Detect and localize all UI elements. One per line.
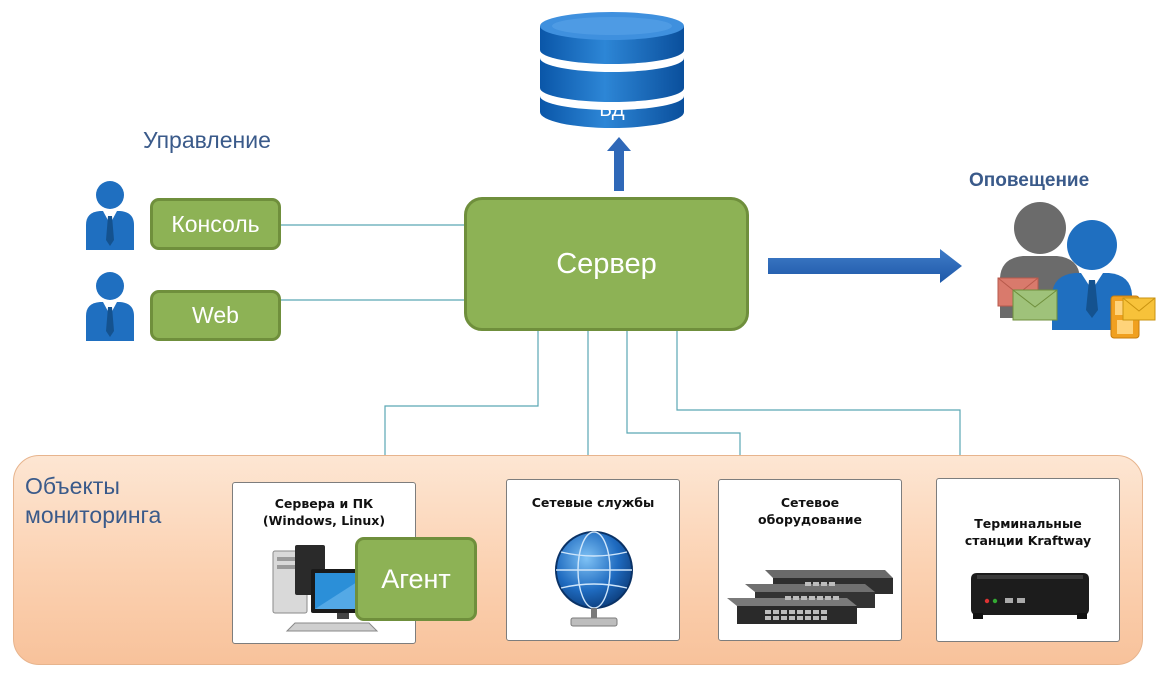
card-title-line2: (Windows, Linux) [262,513,386,528]
card-network-equipment[interactable]: Сетевое оборудование [718,479,902,641]
console-button[interactable]: Консоль [150,198,281,250]
computer-icon [272,545,379,632]
card-title-line1: Сетевые службы [531,495,655,510]
agent-badge: Агент [355,537,477,621]
card-title-line2: станции Kraftway [964,533,1092,548]
phone-icon [1110,295,1156,339]
globe-icon [555,531,633,627]
user-group-icon [997,202,1156,339]
notify-title: Оповещение [969,170,1090,191]
objects-title-line1: Объекты [25,473,120,499]
card-title-line2: оборудование [758,512,862,527]
objects-title-line2: мониторинга [25,502,162,528]
thin-client-icon [971,573,1089,619]
card-network-services[interactable]: Сетевые службы [506,479,680,641]
arrow-up-icon [607,137,631,191]
arrow-right-icon [768,249,962,283]
database-icon [536,8,688,130]
card-title-line1: Сетевое [780,495,840,510]
user-icon [86,181,134,250]
switch-icon [727,570,893,624]
control-title: Управление [143,127,271,153]
web-button[interactable]: Web [150,290,281,341]
objects-title: Объекты мониторинга [25,472,161,530]
card-title-line1: Сервера и ПК [274,496,374,511]
database-label: БД [599,100,625,121]
card-title-line1: Терминальные [974,516,1082,531]
user-icon [86,272,134,341]
mail-icon [997,277,1058,321]
card-terminal-stations[interactable]: Терминальные станции Kraftway [936,478,1120,642]
server-node: Сервер [464,197,749,331]
